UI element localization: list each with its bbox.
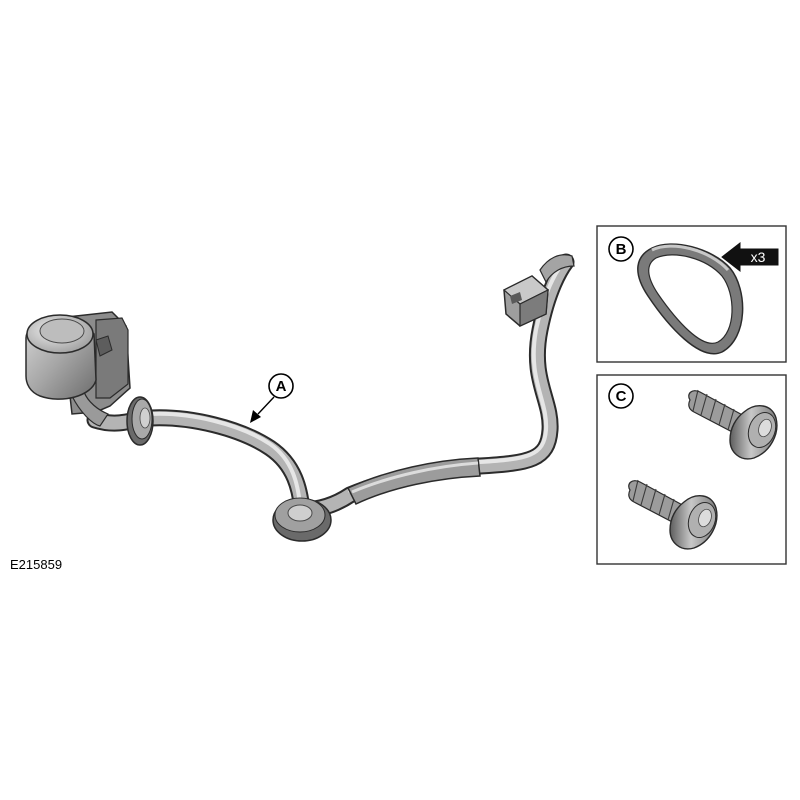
callout-c-label: C xyxy=(616,388,627,405)
harness-grommet-upper xyxy=(126,396,154,446)
sleeve-highlight xyxy=(351,461,479,494)
harness-end-connector xyxy=(502,254,575,327)
callout-a: A xyxy=(250,373,294,423)
quantity-badge: x3 xyxy=(721,241,779,273)
harness-grommet-lower xyxy=(272,497,332,542)
sensor-body xyxy=(25,311,131,427)
figure-reference-code: E215859 xyxy=(10,557,62,572)
panel-c: C xyxy=(596,374,787,565)
sensor-connector-clip xyxy=(95,335,113,357)
panel-b: B x3 xyxy=(596,225,787,363)
callout-b-label: B xyxy=(616,241,627,258)
callout-a-label: A xyxy=(276,378,287,395)
screw-lower xyxy=(628,479,718,550)
harness-wire-outline xyxy=(86,253,575,519)
screw-upper xyxy=(688,389,778,460)
callout-a-arrowhead xyxy=(250,410,261,423)
harness-assembly xyxy=(25,253,575,542)
retaining-band xyxy=(637,243,744,355)
harness-sleeve xyxy=(346,457,481,505)
quantity-badge-text: x3 xyxy=(751,249,766,265)
